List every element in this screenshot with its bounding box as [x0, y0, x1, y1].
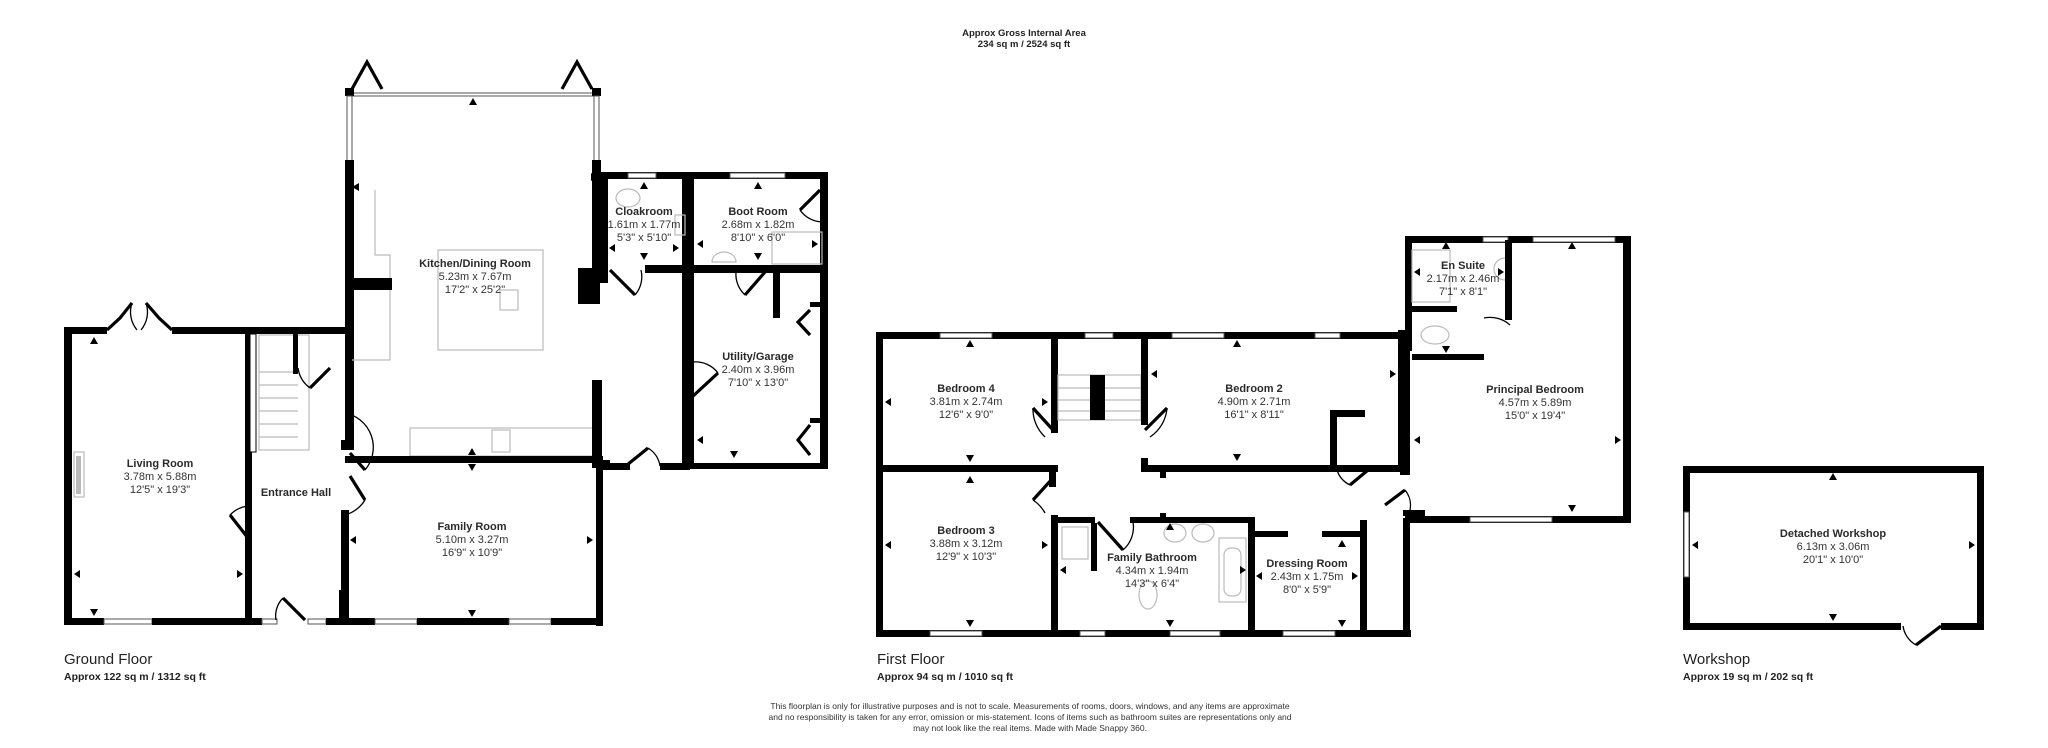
room-name: Principal Bedroom: [1486, 384, 1584, 396]
floor-title: Workshop: [1683, 651, 1751, 668]
disclaimer-line: may not look like the real items. Made w…: [913, 723, 1147, 733]
room-imperial: 7'10" x 13'0": [727, 377, 789, 389]
room-metric: 5.23m x 7.67m: [438, 271, 512, 283]
room-name: Bedroom 3: [937, 525, 995, 537]
room-metric: 1.61m x 1.77m: [607, 219, 681, 231]
room-utility-garage: Utility/Garage 2.40m x 3.96m 7'10" x 13'…: [722, 351, 795, 390]
window: [346, 95, 353, 162]
floor-area: Approx 19 sq m / 202 sq ft: [1683, 671, 1814, 683]
gross-area-title: Approx Gross Internal Area: [962, 28, 1086, 39]
room-imperial: 15'0" x 19'4": [1504, 410, 1566, 422]
room-name: Bedroom 4: [937, 383, 995, 395]
room-metric: 4.57m x 5.89m: [1498, 397, 1572, 409]
room-name: Dressing Room: [1266, 558, 1348, 570]
floor-area: Approx 94 sq m / 1010 sq ft: [877, 671, 1013, 683]
room-bedroom-3: Bedroom 3 3.88m x 3.12m 12'9" x 10'3": [930, 525, 1003, 564]
floor-area: Approx 122 sq m / 1312 sq ft: [64, 671, 206, 683]
room-metric: 2.40m x 3.96m: [721, 364, 795, 376]
workshop-plan: [1683, 466, 1984, 647]
floor-title: Ground Floor: [64, 651, 153, 668]
bifold-door: [350, 58, 384, 90]
floor-label-workshop: Workshop Approx 19 sq m / 202 sq ft: [1683, 651, 1813, 683]
first-floor-plan: [876, 236, 1631, 637]
room-name: Boot Room: [728, 206, 788, 218]
room-imperial: 8'0" x 5'9": [1282, 584, 1332, 596]
room-name: Living Room: [126, 458, 194, 470]
room-imperial: 5'3" x 5'10": [616, 232, 672, 244]
bifold-door: [560, 58, 594, 90]
room-metric: 3.88m x 3.12m: [929, 538, 1003, 550]
room-dressing-room: Dressing Room 2.43m x 1.75m 8'0" x 5'9": [1266, 558, 1347, 597]
room-metric: 6.13m x 3.06m: [1796, 541, 1870, 553]
room-metric: 3.78m x 5.88m: [123, 471, 197, 483]
room-imperial: 8'10" x 6'0": [730, 232, 786, 244]
room-name: Bedroom 2: [1225, 383, 1283, 395]
room-imperial: 16'1" x 8'11": [1224, 409, 1284, 421]
room-metric: 2.43m x 1.75m: [1270, 571, 1344, 583]
disclaimer-line: and no responsibility is taken for any e…: [768, 712, 1292, 722]
gross-area-value: 234 sq m / 2524 sq ft: [977, 39, 1071, 50]
room-name: Family Room: [437, 521, 507, 533]
floor-label-ground: Ground Floor Approx 122 sq m / 1312 sq f…: [64, 651, 206, 683]
room-imperial: 12'5" x 19'3": [129, 484, 191, 496]
room-imperial: 16'9" x 10'9": [441, 547, 503, 559]
room-family-bathroom: Family Bathroom 4.34m x 1.94m 14'3" x 6'…: [1107, 552, 1197, 591]
room-family-room: Family Room 5.10m x 3.27m 16'9" x 10'9": [436, 521, 509, 560]
room-name: Detached Workshop: [1779, 528, 1887, 540]
disclaimer: This floorplan is only for illustrative …: [740, 701, 1320, 734]
room-entrance-hall: Entrance Hall: [261, 487, 331, 500]
room-name: Cloakroom: [615, 206, 673, 218]
room-metric: 4.34m x 1.94m: [1115, 565, 1189, 577]
room-name: Family Bathroom: [1107, 552, 1197, 564]
room-imperial: 20'1" x 10'0": [1802, 554, 1864, 566]
room-imperial: 12'9" x 10'3": [935, 551, 997, 563]
room-metric: 3.81m x 2.74m: [929, 396, 1003, 408]
room-kitchen-dining: Kitchen/Dining Room 5.23m x 7.67m 17'2" …: [419, 258, 531, 297]
room-detached-workshop: Detached Workshop 6.13m x 3.06m 20'1" x …: [1780, 528, 1886, 567]
room-imperial: 12'6" x 9'0": [938, 409, 994, 421]
room-name: En Suite: [1440, 260, 1486, 272]
room-en-suite: En Suite 2.17m x 2.46m 7'1" x 8'1": [1427, 260, 1500, 299]
room-bedroom-4: Bedroom 4 3.81m x 2.74m 12'6" x 9'0": [930, 383, 1003, 422]
room-principal-bedroom: Principal Bedroom 4.57m x 5.89m 15'0" x …: [1486, 384, 1584, 423]
kitchen-glazing-top: [347, 92, 595, 97]
gross-internal-area: Approx Gross Internal Area 234 sq m / 25…: [962, 28, 1086, 50]
room-imperial: 17'2" x 25'2": [444, 284, 506, 296]
room-name: Kitchen/Dining Room: [419, 258, 531, 270]
room-bedroom-2: Bedroom 2 4.90m x 2.71m 16'1" x 8'11": [1218, 383, 1291, 422]
room-living-room: Living Room 3.78m x 5.88m 12'5" x 19'3": [124, 458, 197, 497]
room-metric: 4.90m x 2.71m: [1217, 396, 1291, 408]
room-metric: 5.10m x 3.27m: [435, 534, 509, 546]
floor-title: First Floor: [877, 651, 945, 668]
room-imperial: 7'1" x 8'1": [1438, 286, 1488, 298]
room-metric: 2.68m x 1.82m: [721, 219, 795, 231]
floor-label-first: First Floor Approx 94 sq m / 1010 sq ft: [877, 651, 1013, 683]
room-boot-room: Boot Room 2.68m x 1.82m 8'10" x 6'0": [722, 206, 795, 245]
window: [593, 95, 600, 162]
room-name: Entrance Hall: [260, 487, 332, 499]
room-imperial: 14'3" x 6'4": [1124, 578, 1180, 590]
room-cloakroom: Cloakroom 1.61m x 1.77m 5'3" x 5'10": [608, 206, 681, 245]
ground-floor-plan: [64, 58, 828, 626]
room-name: Utility/Garage: [722, 351, 794, 363]
room-metric: 2.17m x 2.46m: [1426, 273, 1500, 285]
disclaimer-line: This floorplan is only for illustrative …: [770, 701, 1290, 711]
